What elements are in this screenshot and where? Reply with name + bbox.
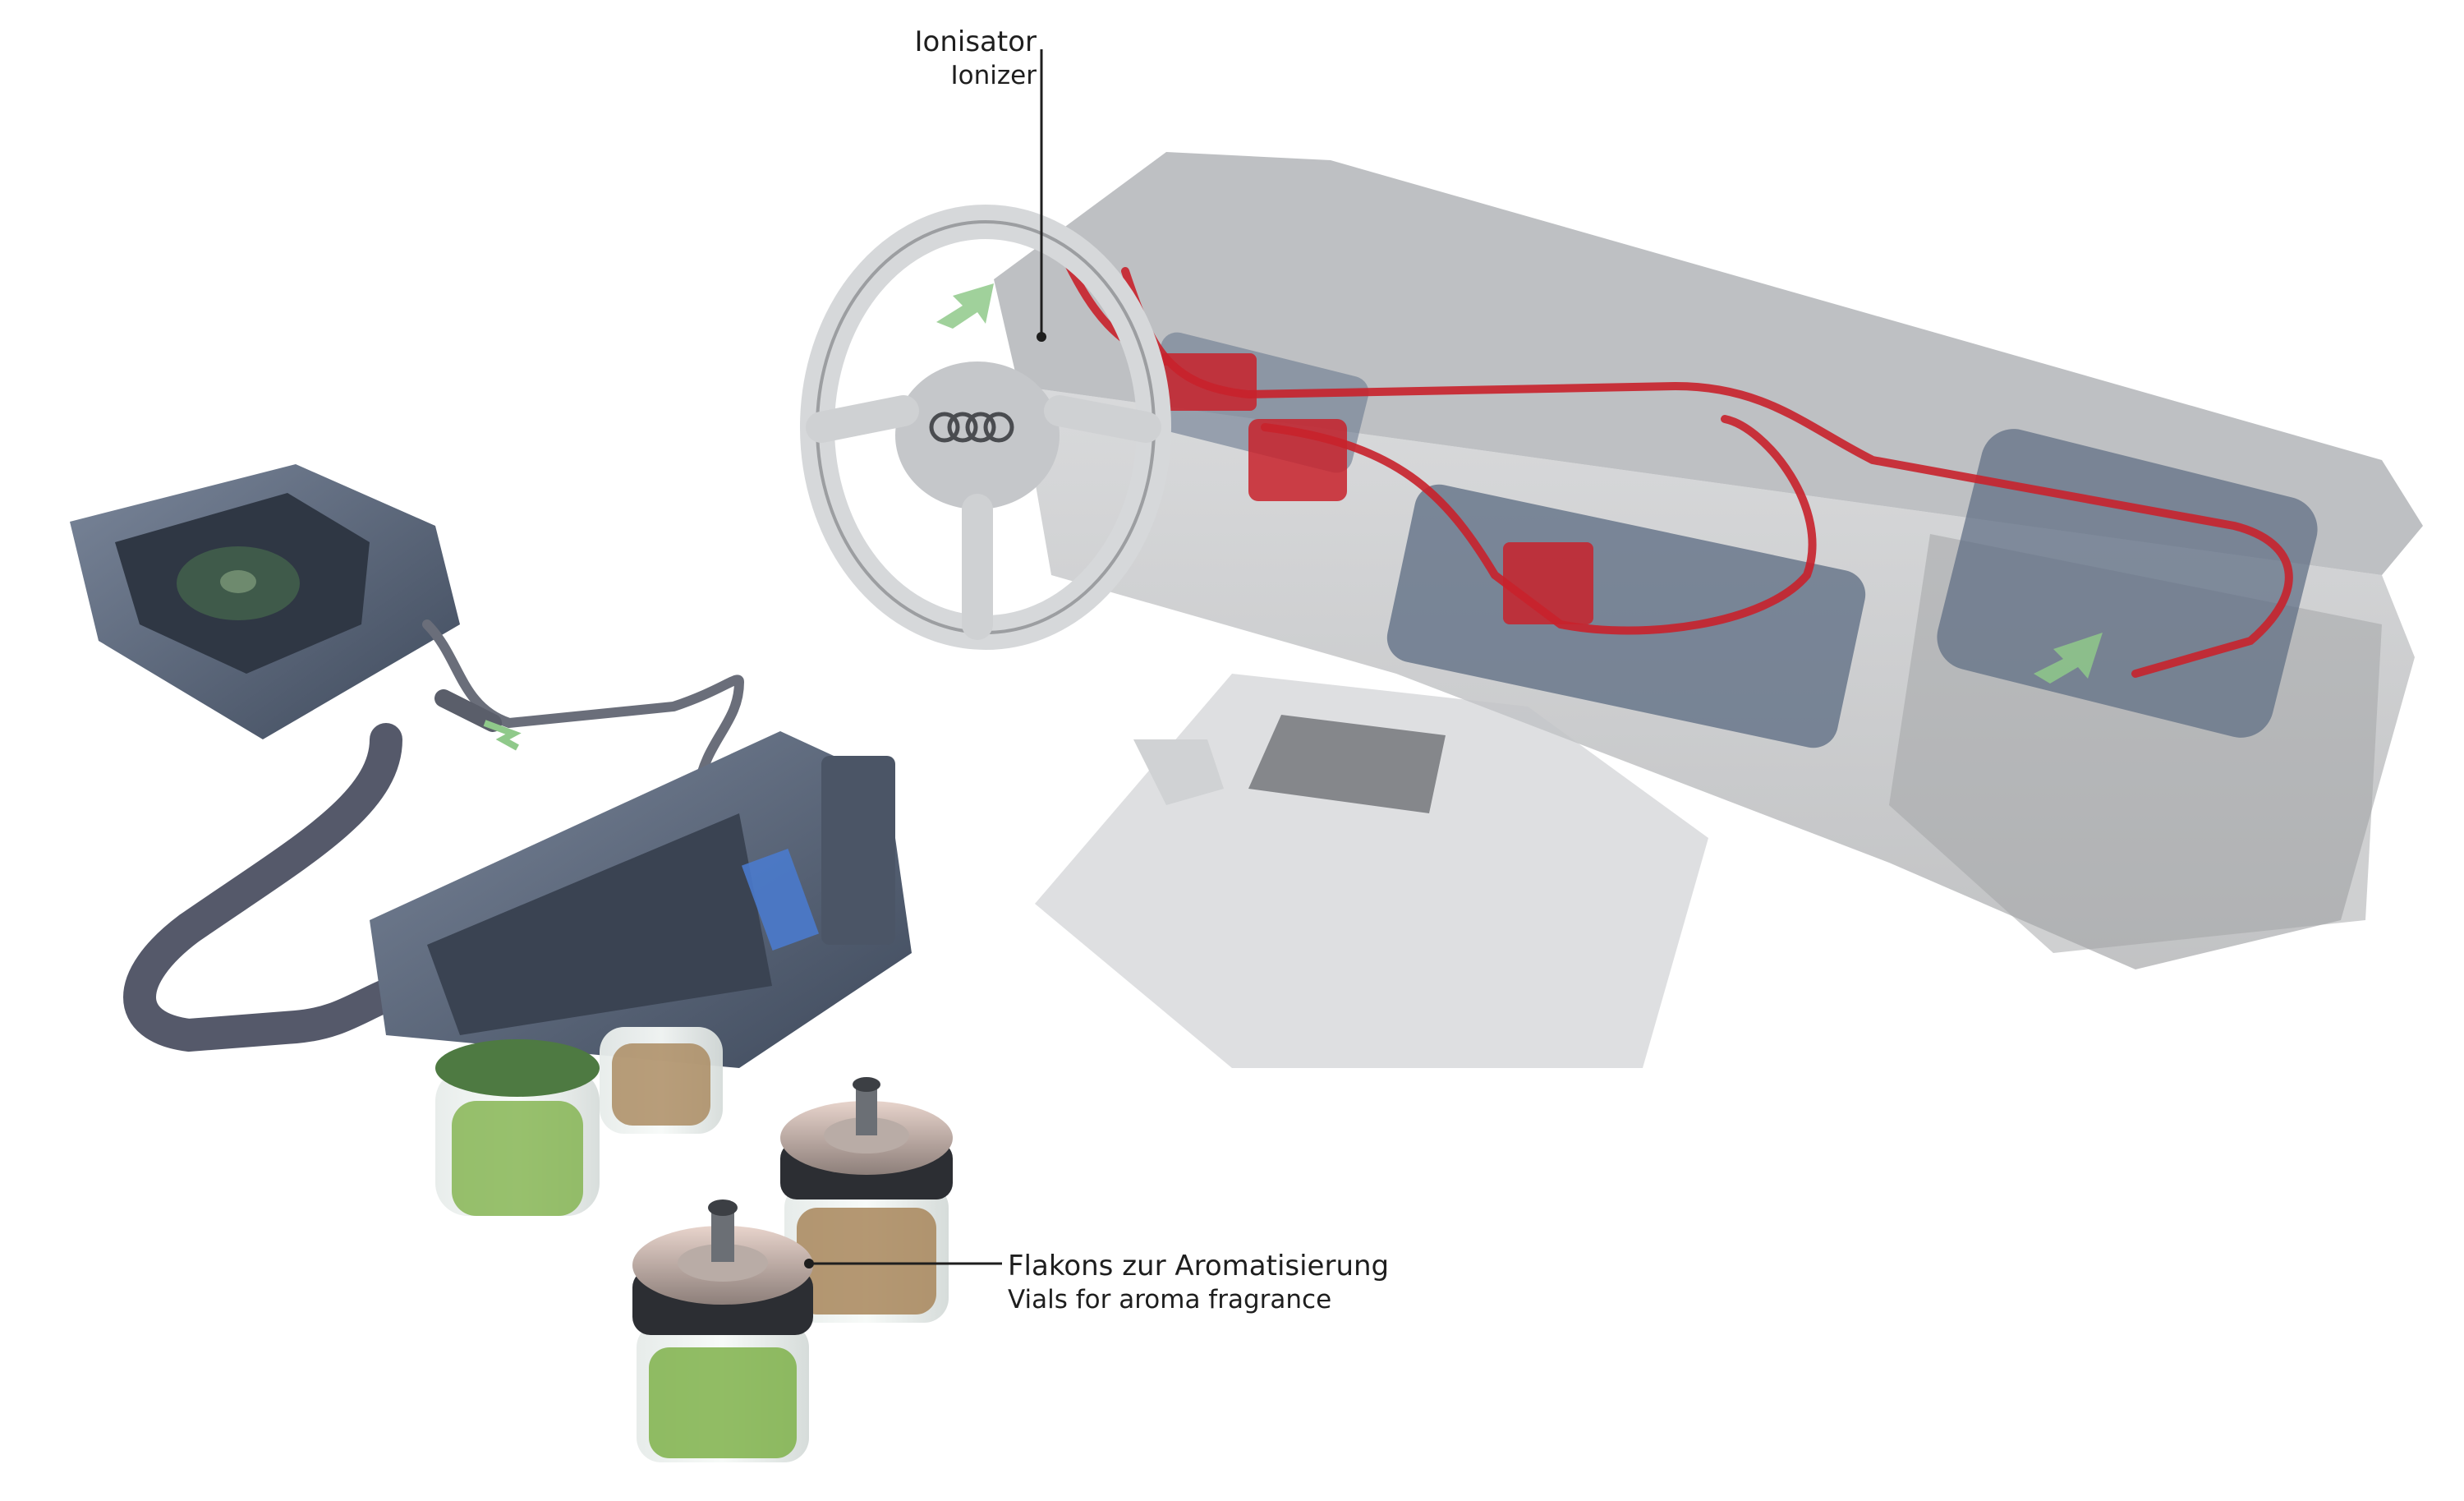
airflow-arrow-right-vent: [2034, 633, 2103, 684]
dispenser-blue-fins: [741, 849, 820, 951]
tube-lower: [1261, 415, 1817, 635]
dispenser-side-panel: [821, 756, 895, 945]
loose-vials: [632, 1077, 953, 1462]
mounted-vials: [435, 1027, 723, 1216]
connecting-hose: [123, 723, 427, 1052]
center-display: [1248, 715, 1446, 813]
airflow-arrows: [936, 283, 2103, 684]
steering-wheel-spokes: [806, 395, 1161, 640]
red-modules: [1158, 353, 1593, 624]
ionizer-red-box: [1503, 542, 1593, 624]
fragrance-valve-block: [1158, 353, 1257, 411]
small-air-tube: [422, 619, 745, 794]
vial-green-stem: [711, 1208, 734, 1262]
dispenser-cutaway: [427, 813, 772, 1035]
steering-wheel-hub: [895, 361, 1060, 509]
fan-rotor-hub: [220, 570, 256, 593]
vials-label-de: Flakons zur Aromatisierung: [1008, 1250, 1390, 1282]
airflow-arrow-left-vent: [936, 283, 994, 329]
vial-green: [632, 1199, 813, 1462]
vials-callout: Flakons zur Aromatisierung Vials for aro…: [1008, 1249, 1389, 1315]
vials-leader-dot: [804, 1259, 814, 1268]
vials-label-en: Vials for aroma fragrance: [1008, 1284, 1332, 1315]
vial-brown: [780, 1077, 953, 1323]
ionizer-leader-dot: [1037, 332, 1046, 342]
hvac-right-unit: [1937, 429, 2318, 738]
ionizer-callout: Ionisator Ionizer: [915, 25, 1037, 91]
leader-lines: [804, 49, 1046, 1268]
mounted-vial-green: [435, 1039, 600, 1216]
ionizer-label-de: Ionisator: [914, 25, 1037, 58]
aroma-module: [70, 464, 912, 1068]
steering-wheel: [800, 205, 1171, 650]
vial-brown-stem: [856, 1084, 877, 1135]
brand-rings-logo: [929, 412, 1014, 443]
gear-selector: [1133, 739, 1224, 805]
outlet-nozzle: [434, 689, 502, 732]
mounted-vial-brown: [600, 1027, 723, 1134]
outlet-airflow-arrow: [483, 720, 522, 751]
ionizer-label-en: Ionizer: [950, 60, 1037, 90]
aroma-dispenser-red: [1248, 419, 1347, 501]
